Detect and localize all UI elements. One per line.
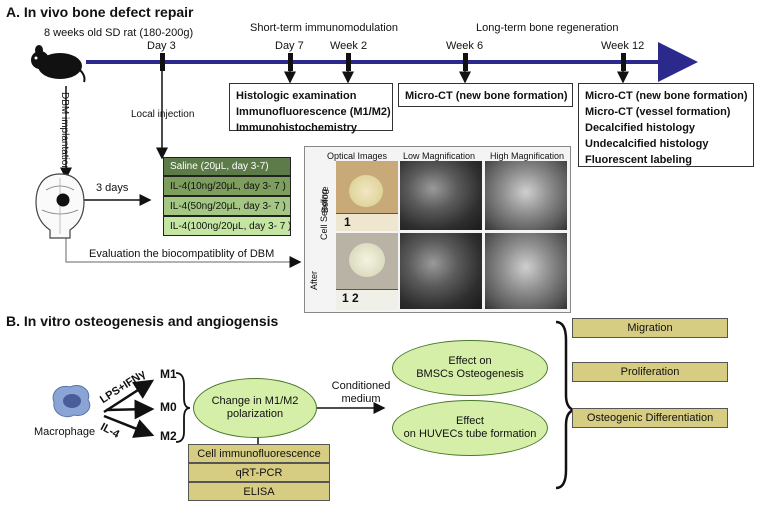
assay-proliferation: Proliferation [572,362,728,382]
group-il4-100: IL-4(100ng/20μL, day 3- 7 ) [163,216,291,236]
box-week2-assays: Histologic examination Immunofluorescenc… [229,83,393,134]
method-qrt-pcr: qRT-PCR [188,463,330,482]
section-b-title: B. In vitro osteogenesis and angiogensis [6,313,279,329]
group-saline: Saline (20μL, day 3-7) [163,157,291,176]
group-il4-50: IL-4(50ng/20μL, day 3- 7 ) [163,196,291,216]
sem-high-after [485,233,567,309]
assay-histologic: Histologic examination [236,90,357,102]
assay-decalcified: Decalcified histology [585,122,696,134]
col-low: Low Magnification [403,151,476,161]
skull-icon [35,173,85,239]
conditioned-line1: Conditioned [331,380,391,392]
polarization-line2: polarization [226,408,284,420]
conditioned-line2: medium [341,393,381,405]
label-day3: Day 3 [147,40,176,52]
optical-before-image: 1 [336,161,398,231]
bmsc-line1: Effect on [448,355,492,367]
col-optical: Optical Images [327,151,388,161]
tick-week6 [463,53,468,71]
method-immunofluorescence: Cell immunofluorescence [188,444,330,463]
assay-osteogenic-differentiation: Osteogenic Differentiation [572,408,728,428]
method-elisa: ELISA [188,482,330,501]
label-m2: M2 [160,429,177,443]
rat-icon [31,45,86,83]
label-long-term: Long-term bone regeneration [476,22,619,34]
assay-microct-vessel: Micro-CT (vessel formation) [585,106,731,118]
label-macrophage: Macrophage [34,426,96,438]
sem-high-before [485,161,567,230]
group-il4-10: IL-4(10ng/20μL, day 3- 7 ) [163,176,291,196]
huvec-line2: on HUVECs tube formation [403,428,537,440]
huvec-line1: Effect [456,415,484,427]
label-three-days: 3 days [96,182,129,194]
label-dbm-implantation: DBM implantation [59,92,70,171]
col-high: High Magnification [490,151,565,161]
bmsc-line2: BMSCs Osteogenesis [416,368,524,380]
assay-fluorescent: Fluorescent labeling [585,154,692,166]
ruler-after: 1 2 [342,291,359,305]
label-m1: M1 [160,367,177,381]
tick-week2 [346,53,351,71]
label-before: Before [320,186,330,213]
label-evaluation: Evaluation the biocompatiblity of DBM [89,248,275,260]
assay-microct-bone: Micro-CT (new bone formation) [405,90,568,102]
label-day7: Day 7 [275,40,304,52]
label-after: After [309,270,319,290]
label-local-injection: Local injection [131,109,195,120]
assay-microct-new-bone: Micro-CT (new bone formation) [585,90,748,102]
label-m0: M0 [160,400,177,414]
box-week6-assays: Micro-CT (new bone formation) [398,83,573,107]
label-short-term: Short-term immunomodulation [250,22,398,34]
label-week6: Week 6 [446,40,484,52]
section-a-title: A. In vivo bone defect repair [6,4,194,20]
label-week2: Week 2 [330,40,368,52]
tick-day3 [160,53,165,71]
box-week12-assays: Micro-CT (new bone formation) Micro-CT (… [578,83,754,167]
label-week12: Week 12 [601,40,645,52]
polarization-line1: Change in M1/M2 [211,395,299,407]
label-conditioned-medium: Conditioned medium [326,380,396,406]
sem-low-before [400,161,482,230]
sem-low-after [400,233,482,309]
optical-after-image: 1 2 [336,233,398,310]
ruler-before: 1 [344,215,351,229]
tick-week12 [621,53,626,71]
macrophage-icon [52,385,91,418]
tick-day7 [288,53,293,71]
assay-immunofluorescence: Immunofluorescence (M1/M2) [236,106,391,118]
rat-label: 8 weeks old SD rat (180-200g) [44,27,194,39]
assay-migration: Migration [572,318,728,338]
assay-immunohistochemistry: Immunohistochemistry [236,122,358,134]
assay-undecalcified: Undecalcified histology [585,138,709,150]
